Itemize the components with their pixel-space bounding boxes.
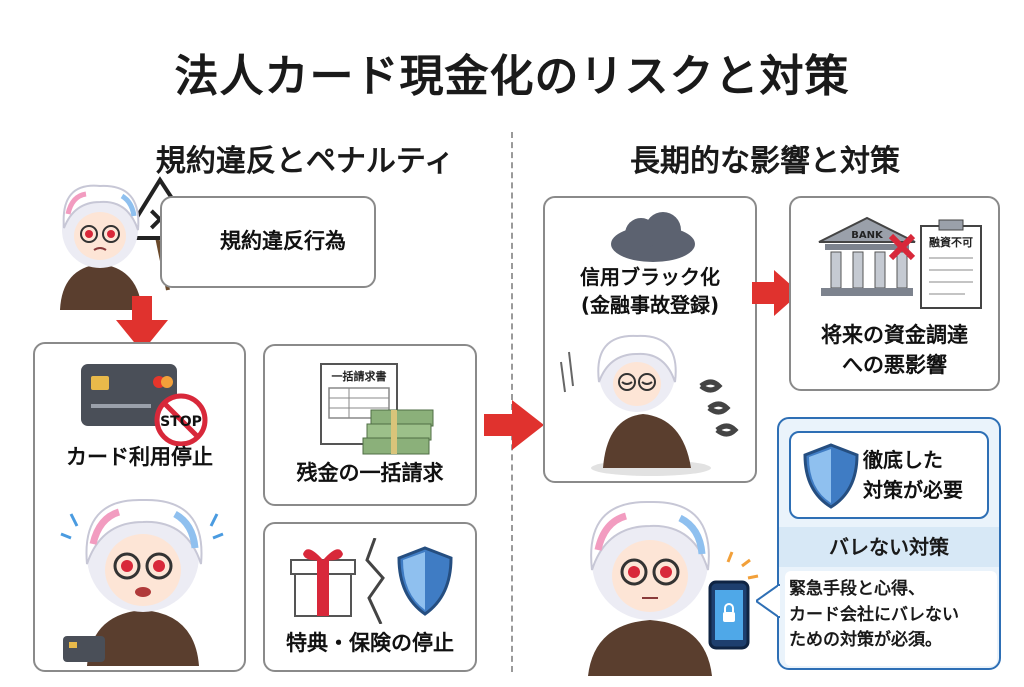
bank-rejected-loan-icon: BANK 融資不可: [818, 216, 982, 309]
arrow-right-small-icon: [752, 270, 800, 316]
kneeling-character-illustration: [560, 334, 739, 476]
loan-doc-text: 融資不可: [929, 235, 973, 249]
credit-card-stop-icon: STOP: [81, 364, 208, 446]
measures-description: 緊急手段と心得、 カード会社にバレない ための対策が必須。: [785, 571, 997, 666]
lump-sum-box: 一括請求書 残金の一括請求: [263, 344, 477, 506]
perk-stop-label: 特典・保険の停止: [286, 631, 454, 655]
page-title: 法人カード現金化のリスクと対策: [174, 51, 850, 102]
perk-stop-box: 特典・保険の停止: [263, 522, 477, 672]
gift-shield-broken-icon: [290, 538, 453, 624]
blacklist-box: 信用ブラック化 (金融事故登録): [543, 196, 757, 483]
thorough-measures-line1: 徹底した: [863, 448, 943, 472]
section-title-left: 規約違反とペナルティ: [155, 144, 455, 179]
measures-description-line2: カード会社にバレない: [789, 604, 959, 625]
blacklist-label-line1: 信用ブラック化: [580, 265, 720, 289]
card-stop-box: STOP カード利用停止: [33, 342, 246, 672]
storm-cloud-icon: [611, 212, 695, 262]
arrow-right-icon: [484, 400, 544, 450]
speech-pointer-icon: [756, 584, 780, 618]
bank-sign-text: BANK: [851, 230, 884, 241]
measures-description-line1: 緊急手段と心得、: [789, 579, 925, 599]
thorough-measures-box: 徹底した 対策が必要: [789, 431, 989, 519]
undetected-measures-title: バレない対策: [779, 527, 999, 567]
section-title-right: 長期的な影響と対策: [630, 144, 900, 179]
measures-panel: 徹底した 対策が必要 バレない対策 緊急手段と心得、 カード会社にバレない ため…: [777, 417, 1001, 670]
thorough-measures-line2: 対策が必要: [863, 478, 963, 502]
measures-description-line3: ための対策が必須。: [789, 630, 942, 650]
violation-box: 規約違反行為: [160, 196, 376, 288]
invoice-doc-text: 一括請求書: [332, 369, 387, 383]
worried-character-illustration: [60, 498, 224, 666]
character-with-phone-illustration: [588, 500, 759, 676]
shield-icon: [803, 443, 859, 509]
violation-label: 規約違反行為: [220, 229, 346, 253]
card-stop-label: カード利用停止: [66, 445, 213, 469]
arrow-down-icon: [116, 296, 168, 352]
lump-sum-label: 残金の一括請求: [296, 461, 444, 485]
blacklist-label-line2: (金融事故登録): [580, 293, 720, 317]
future-funding-box: BANK 融資不可 将来の資金調達 への悪影響: [789, 196, 1000, 391]
future-funding-line2: への悪影響: [842, 353, 947, 377]
invoice-money-icon: 一括請求書: [320, 363, 434, 455]
future-funding-line1: 将来の資金調達: [821, 323, 968, 347]
stop-sign-text: STOP: [160, 414, 202, 430]
